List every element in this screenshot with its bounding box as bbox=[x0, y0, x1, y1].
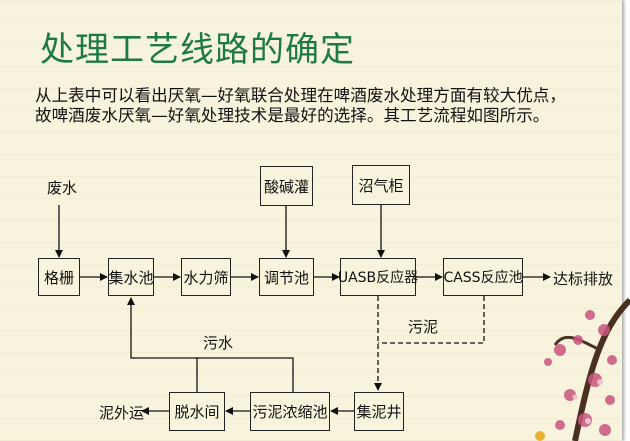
intro-paragraph: 从上表中可以看出厌氧—好氧联合处理在啤酒废水处理方面有较大优点， 故啤酒废水厌氧… bbox=[35, 86, 566, 126]
box-uasb-reactor: UASB反应器 bbox=[338, 258, 418, 296]
box-gas-holder: 沼气柜 bbox=[352, 165, 410, 205]
box-dewatering-room: 脱水间 bbox=[169, 392, 225, 431]
box-collection-tank: 集水池 bbox=[108, 258, 154, 296]
box-bar-screen: 格栅 bbox=[38, 258, 80, 296]
discharge-label: 达标排放 bbox=[553, 270, 614, 288]
input-wastewater-label: 废水 bbox=[47, 179, 78, 197]
box-acid-base-tank: 酸碱灌 bbox=[260, 166, 313, 206]
box-sludge-thickener: 污泥浓缩池 bbox=[250, 392, 330, 431]
slide-title: 处理工艺线路的确定 bbox=[40, 30, 355, 70]
return-line bbox=[127, 297, 198, 392]
box-hydraulic-screen: 水力筛 bbox=[181, 258, 231, 296]
plum-blossom-decoration bbox=[535, 297, 630, 441]
box-cass-reactor: CASS反应池 bbox=[443, 258, 523, 296]
box-sludge-well: 集泥井 bbox=[354, 392, 404, 431]
return-line-thickener bbox=[197, 357, 294, 392]
box-regulating-tank: 调节池 bbox=[259, 258, 314, 296]
sludge-label: 污泥 bbox=[408, 318, 439, 336]
paragraph-line: 故啤酒废水厌氧—好氧处理技术是最好的选择。其工艺流程如图所示。 bbox=[35, 106, 550, 125]
paragraph-line: 从上表中可以看出厌氧—好氧联合处理在啤酒废水处理方面有较大优点， bbox=[35, 86, 566, 105]
return-water-label: 污水 bbox=[203, 334, 234, 352]
sludge-out-label: 泥外运 bbox=[99, 404, 145, 422]
